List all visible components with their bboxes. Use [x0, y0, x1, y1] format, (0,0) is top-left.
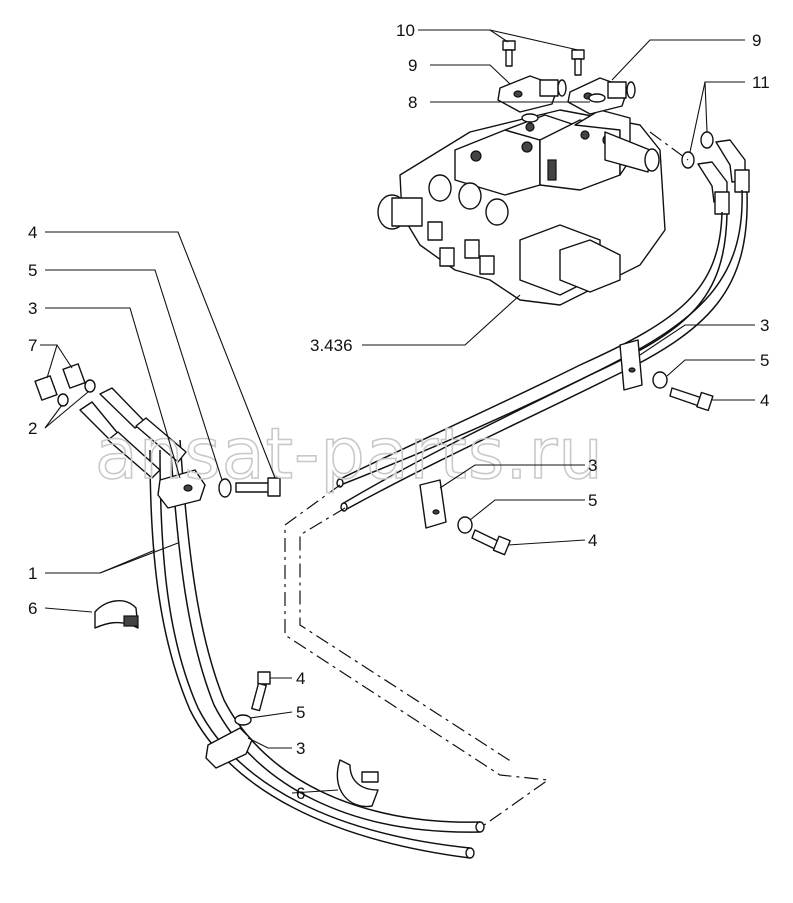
bolt-10-left [502, 40, 516, 67]
callout-3-low: 3 [296, 739, 305, 758]
cable-tie-low [336, 759, 379, 808]
bolt-low [251, 671, 271, 712]
washer-left [218, 478, 232, 498]
watermark: ansat-parts.ru [95, 413, 604, 495]
hydraulic-hoses [149, 189, 748, 859]
callout-11: 11 [752, 73, 770, 92]
o-ring-8 [521, 93, 606, 123]
callout-2: 2 [28, 419, 37, 438]
callout-5-low: 5 [296, 703, 305, 722]
routing-line-lower [284, 484, 550, 829]
callout-6-low: 6 [296, 784, 305, 803]
control-valve-assembly [377, 109, 666, 306]
bolt-right-top [669, 387, 714, 412]
callout-10: 10 [396, 21, 415, 40]
clamp-low [205, 727, 253, 769]
callout-3-mid: 3 [588, 456, 597, 475]
washer-low [234, 714, 252, 726]
washer-mid [457, 516, 473, 534]
callout-5-left: 5 [28, 261, 37, 280]
callout-labels: 10 9 9 8 11 3.436 4 5 3 7 2 1 6 3 5 4 3 … [28, 21, 770, 803]
callout-5-mid: 5 [588, 491, 597, 510]
fittings-left [34, 363, 187, 479]
washer-right-top [652, 371, 668, 389]
callout-4-left: 4 [28, 223, 37, 242]
callout-6-left: 6 [28, 599, 37, 618]
callout-7: 7 [28, 336, 37, 355]
callout-3-436: 3.436 [310, 336, 353, 355]
callout-3-left: 3 [28, 299, 37, 318]
clamp-left [157, 469, 206, 509]
routing-line-upper [649, 131, 689, 161]
callout-5-right-top: 5 [760, 351, 769, 370]
routing-line-lower-2 [299, 507, 513, 763]
callout-4-mid: 4 [588, 531, 597, 550]
callout-9-right: 9 [752, 31, 761, 50]
callout-3-right-top: 3 [760, 316, 769, 335]
callout-4-right-top: 4 [760, 391, 769, 410]
callout-8: 8 [408, 93, 417, 112]
clamp-right-top [619, 339, 643, 391]
callout-4-low: 4 [296, 669, 305, 688]
callout-9-left: 9 [408, 56, 417, 75]
clamp-mid [419, 479, 447, 529]
callout-1: 1 [28, 564, 37, 583]
hose-elbow-fittings-right [697, 139, 750, 215]
callout-leaders [40, 29, 755, 794]
bolt-10-right [571, 49, 585, 76]
cable-tie-left [94, 600, 139, 629]
flange-plate-left [497, 75, 567, 113]
bolt-mid [471, 529, 511, 556]
bolt-left [235, 477, 281, 497]
